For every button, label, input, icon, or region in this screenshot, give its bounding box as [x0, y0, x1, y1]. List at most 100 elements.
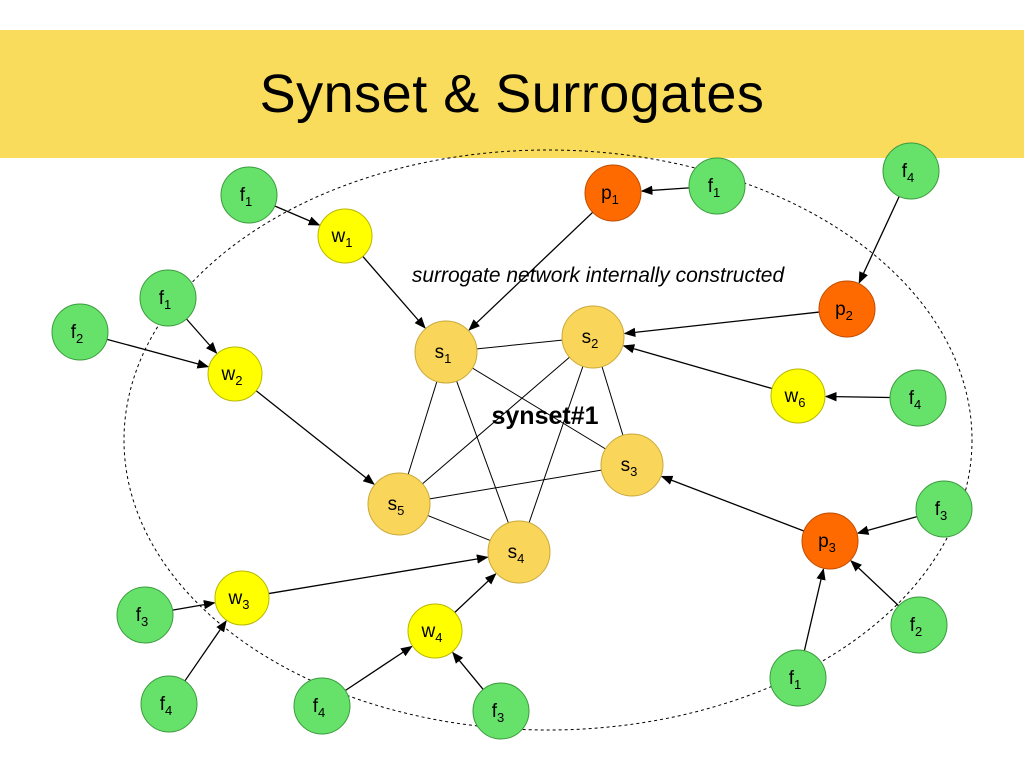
- node-label: f1: [789, 668, 802, 692]
- feature-node-fk: f4: [140, 675, 198, 733]
- feature-node-fm: f3: [472, 682, 530, 740]
- node-label: w4: [421, 621, 443, 645]
- node-label-base: f: [136, 605, 142, 626]
- arrow-fg-to-p3: [856, 515, 918, 535]
- directed-edges: [106, 185, 918, 692]
- node-label: f4: [160, 694, 173, 718]
- node-label-base: p: [818, 531, 829, 552]
- link-s1-s3: [445, 351, 633, 466]
- node-label: f2: [71, 322, 84, 346]
- node-label-base: f: [935, 499, 941, 520]
- node-label-base: f: [708, 176, 714, 197]
- node-label-subscript: 3: [940, 508, 947, 523]
- word-node-w2: w2: [207, 346, 263, 402]
- node-label-subscript: 3: [497, 710, 504, 725]
- node-label: f3: [935, 499, 948, 523]
- node-label: f4: [313, 696, 326, 720]
- arrow-w1-to-s1: [362, 255, 426, 329]
- feature-node-circle: [882, 142, 940, 200]
- node-label: s4: [508, 542, 525, 566]
- node-label: f1: [159, 288, 172, 312]
- node-label-base: s: [621, 455, 631, 476]
- feature-node-fa: f1: [220, 166, 278, 224]
- feature-node-fe: f4: [882, 142, 940, 200]
- node-label-base: s: [435, 342, 445, 363]
- arrow-ff-to-w6: [824, 391, 891, 402]
- feature-node-circle: [889, 369, 947, 427]
- node-label-base: f: [71, 322, 77, 343]
- feature-node-fd: f1: [688, 157, 746, 215]
- node-label-subscript: 1: [612, 192, 619, 207]
- node-label: p2: [835, 299, 853, 323]
- node-label-base: p: [835, 299, 846, 320]
- node-label-subscript: 4: [165, 703, 172, 718]
- node-label-subscript: 1: [345, 235, 352, 250]
- word-node-circle: [407, 603, 463, 659]
- feature-node-circle: [140, 675, 198, 733]
- node-label: s5: [388, 494, 405, 518]
- surrogate-node-circle: [600, 433, 664, 497]
- arrow-fa-to-w1: [274, 205, 321, 226]
- node-label-subscript: 4: [914, 397, 921, 412]
- surrogate-node-circle: [367, 472, 431, 536]
- node-label-subscript: 2: [235, 373, 242, 388]
- arrow-fj-to-w3: [172, 600, 216, 611]
- node-label: w6: [784, 386, 806, 410]
- surrogate-node-s5: s5: [367, 472, 431, 536]
- word-node-circle: [317, 208, 373, 264]
- node-label: s2: [582, 327, 599, 351]
- word-node-circle: [214, 570, 270, 626]
- node-label-subscript: 4: [517, 551, 524, 566]
- arrow-fe-to-p2: [858, 196, 900, 284]
- node-label-subscript: 3: [141, 614, 148, 629]
- node-label-base: s: [388, 494, 398, 515]
- feature-node-fg: f3: [915, 480, 973, 538]
- node-label-base: f: [910, 615, 916, 636]
- surrogate-node-circle: [561, 305, 625, 369]
- node-label-subscript: 1: [444, 351, 451, 366]
- node-label: p1: [601, 183, 619, 207]
- node-label-base: w: [421, 621, 436, 642]
- link-s2-s4: [518, 336, 594, 553]
- word-node-w1: w1: [317, 208, 373, 264]
- node-label: f1: [708, 176, 721, 200]
- page-node-p3: p3: [801, 512, 859, 570]
- arrow-p2-to-s2: [623, 311, 820, 337]
- feature-node-circle: [915, 480, 973, 538]
- surrogate-node-s4: s4: [487, 520, 551, 584]
- node-label: w1: [331, 226, 353, 250]
- node-label-subscript: 3: [829, 540, 836, 555]
- feature-node-fi: f1: [769, 649, 827, 707]
- node-label-subscript: 2: [846, 308, 853, 323]
- annotation-text: surrogate network internally constructed: [412, 264, 786, 287]
- node-label-base: f: [902, 161, 908, 182]
- link-s3-s5: [398, 464, 633, 505]
- page-node-circle: [818, 280, 876, 338]
- feature-node-ff: f4: [889, 369, 947, 427]
- arrow-fd-to-p1: [640, 185, 690, 196]
- node-label-base: w: [331, 226, 346, 247]
- node-label-base: f: [909, 388, 915, 409]
- nodes: s1s2s3s4s5w1w2w3w4w6p1p2p3f1f1f2f1f4f4f3…: [51, 142, 973, 740]
- surrogate-node-s1: s1: [414, 320, 478, 384]
- link-s2-s5: [398, 336, 594, 505]
- node-label-subscript: 5: [397, 503, 404, 518]
- synset-label: synset#1: [491, 402, 598, 430]
- arrow-w6-to-s2: [622, 344, 773, 390]
- arrow-fi-to-p3: [803, 568, 826, 651]
- title-band: [0, 30, 1024, 158]
- surrogate-node-circle: [414, 320, 478, 384]
- link-s1-s4: [445, 351, 520, 553]
- word-node-w3: w3: [214, 570, 270, 626]
- word-node-w4: w4: [407, 603, 463, 659]
- feature-node-circle: [51, 303, 109, 361]
- node-label-base: f: [240, 185, 246, 206]
- feature-node-circle: [688, 157, 746, 215]
- feature-node-fh: f2: [890, 596, 948, 654]
- feature-node-circle: [472, 682, 530, 740]
- node-label-subscript: 4: [318, 705, 325, 720]
- node-label-base: f: [492, 701, 498, 722]
- arrow-fl-to-w4: [344, 645, 413, 692]
- node-label-subscript: 3: [242, 597, 249, 612]
